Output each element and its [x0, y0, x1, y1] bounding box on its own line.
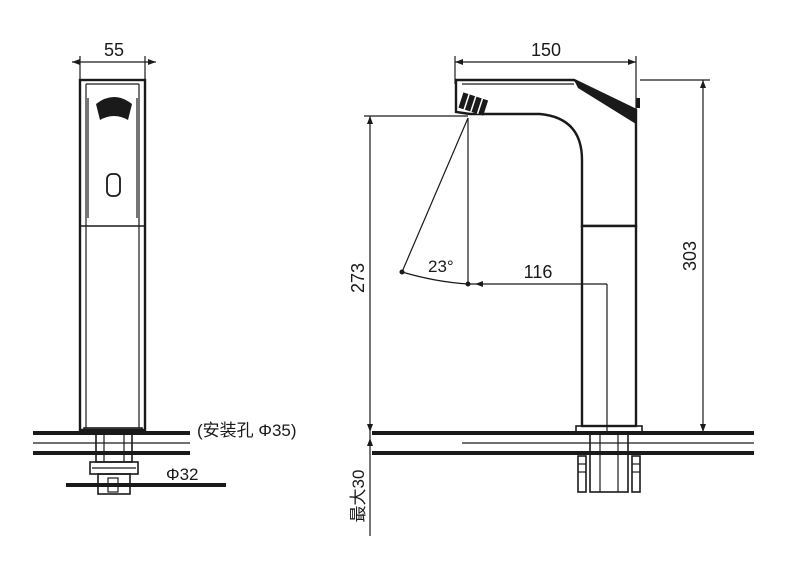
water-angle-line [401, 117, 469, 273]
install-hole-label: (安装孔 Φ35) [197, 421, 297, 440]
handle-knob [636, 98, 640, 108]
front-width-label: 55 [104, 40, 124, 60]
spout-height-label: 273 [348, 263, 368, 293]
dim-arrow-right [148, 59, 156, 65]
side-shank [589, 433, 629, 493]
max-thickness-label: 最大30 [349, 470, 368, 523]
aerator-icon [96, 97, 132, 120]
side-lower-body [580, 224, 638, 428]
head-sides [87, 98, 138, 218]
handle-wedge [574, 80, 636, 124]
side-length-label: 150 [531, 40, 561, 60]
dim-arrow-up [700, 80, 706, 88]
dim-arrow-right [628, 59, 636, 65]
shank [95, 433, 133, 463]
reach-label: 116 [524, 262, 553, 282]
side-view: 150 273 303 23° [348, 40, 754, 536]
angle-arc [401, 271, 469, 285]
front-body [78, 78, 147, 432]
angle-label: 23° [428, 257, 454, 276]
side-aerator-icon [458, 92, 489, 116]
dim-arrow-left [455, 59, 463, 65]
mount-bolt-right [631, 455, 641, 493]
dim-arrow-up [367, 438, 373, 446]
dim-arrow-left [72, 59, 80, 65]
sensor-window-icon [106, 173, 121, 197]
dim-arrow-down [367, 424, 373, 432]
total-height-label: 303 [680, 241, 700, 271]
mount-bolt-left [577, 455, 587, 493]
spout-body [454, 78, 638, 228]
dim-arrow-up [367, 116, 373, 124]
dim-arrow-left [475, 281, 483, 287]
angle-dot [399, 269, 405, 275]
thread-dia-label: Φ32 [166, 465, 198, 484]
dim-arrow-down [700, 424, 706, 432]
front-view: 55 Φ32 (安装孔 Φ35) [33, 40, 297, 495]
